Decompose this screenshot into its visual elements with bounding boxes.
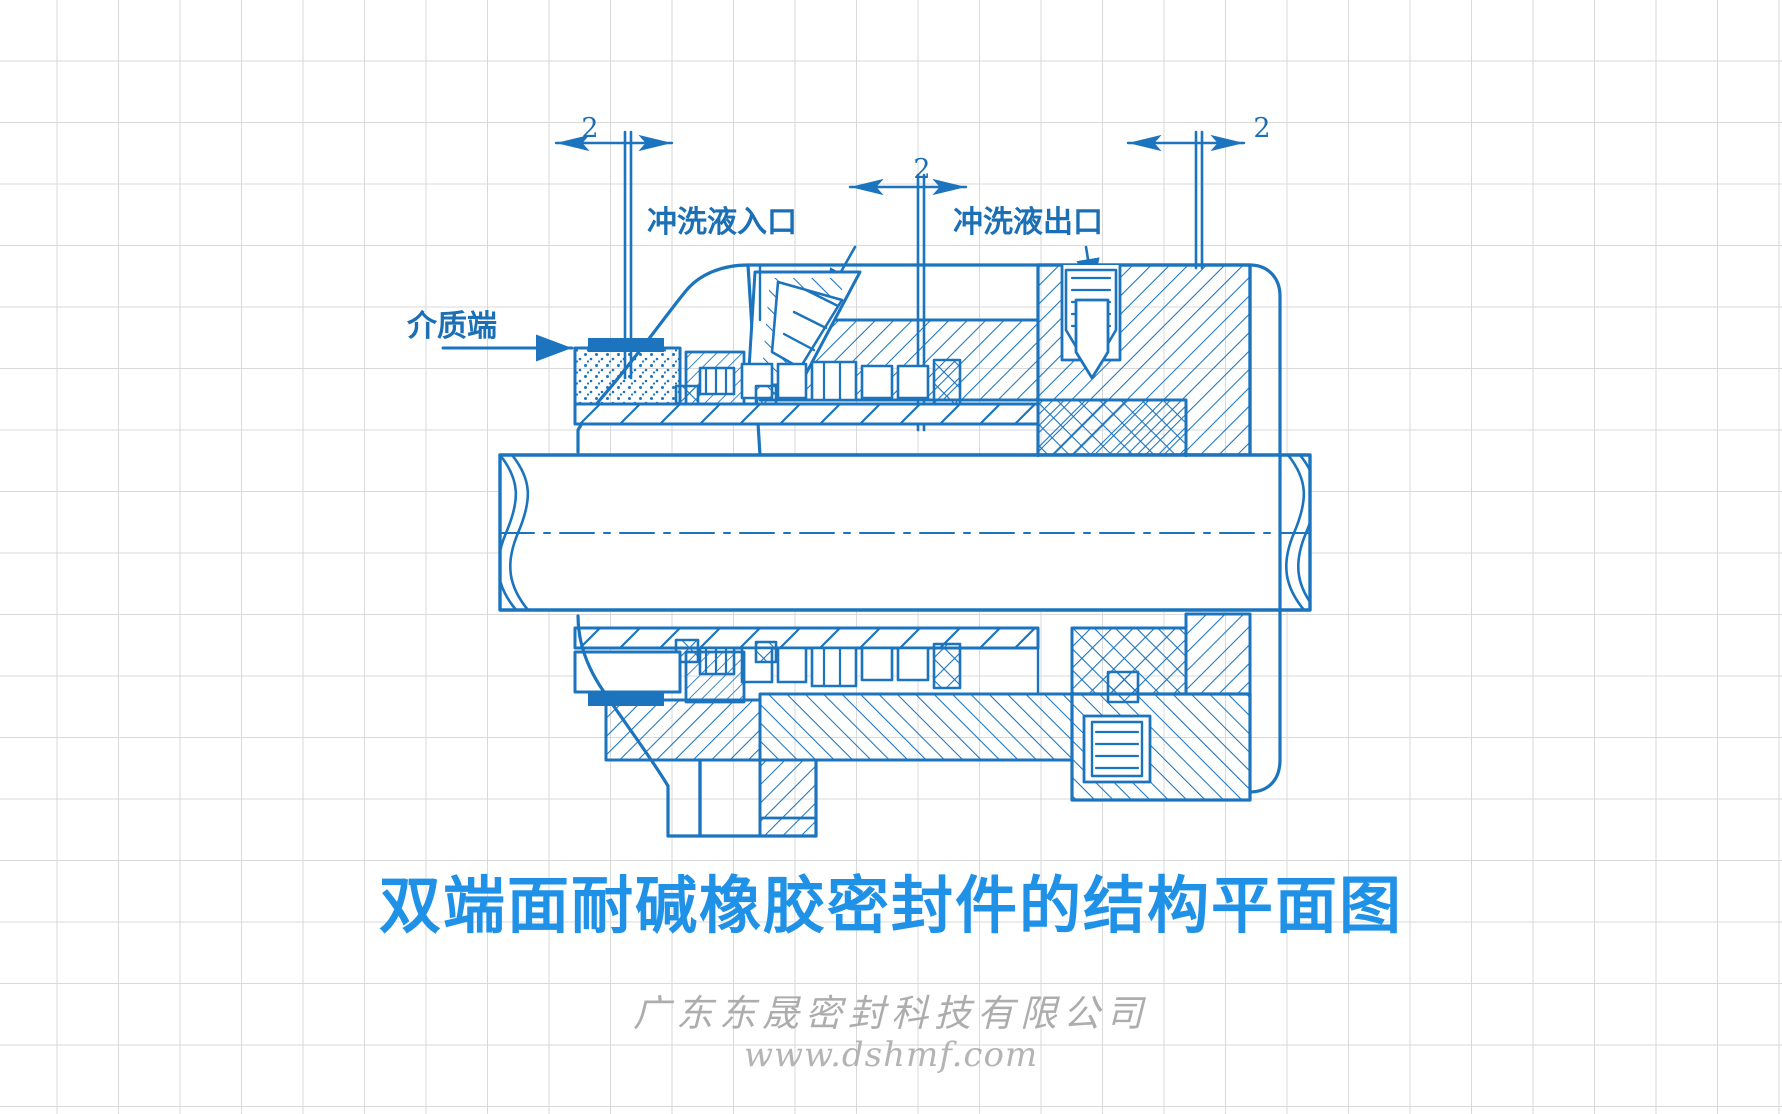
dimension-value-right: 2 — [1253, 113, 1270, 144]
seal-internals-upper — [573, 338, 1188, 458]
drawing-text: 介质端 冲洗液入口 冲洗液出口 2 2 2 — [406, 113, 1271, 344]
watermark-company: 广东东晟密封科技有限公司 — [633, 992, 1149, 1035]
label-flush-outlet: 冲洗液出口 — [953, 205, 1103, 240]
dimension-lines — [554, 130, 1246, 432]
watermark: 广东东晟密封科技有限公司 www.dshmf.com — [0, 992, 1782, 1076]
label-flush-inlet: 冲洗液入口 — [647, 205, 797, 240]
dimension-value-left: 2 — [581, 113, 598, 144]
figure-caption: 双端面耐碱橡胶密封件的结构平面图 — [378, 869, 1403, 942]
seal-internals-lower — [573, 626, 1188, 706]
gland-housing-lower — [576, 263, 1282, 838]
dimension-value-middle: 2 — [913, 154, 930, 185]
shaft — [498, 453, 1312, 612]
watermark-url: www.dshmf.com — [743, 1034, 1039, 1075]
detail-lines — [604, 263, 1188, 762]
label-medium-end: 介质端 — [406, 309, 497, 344]
